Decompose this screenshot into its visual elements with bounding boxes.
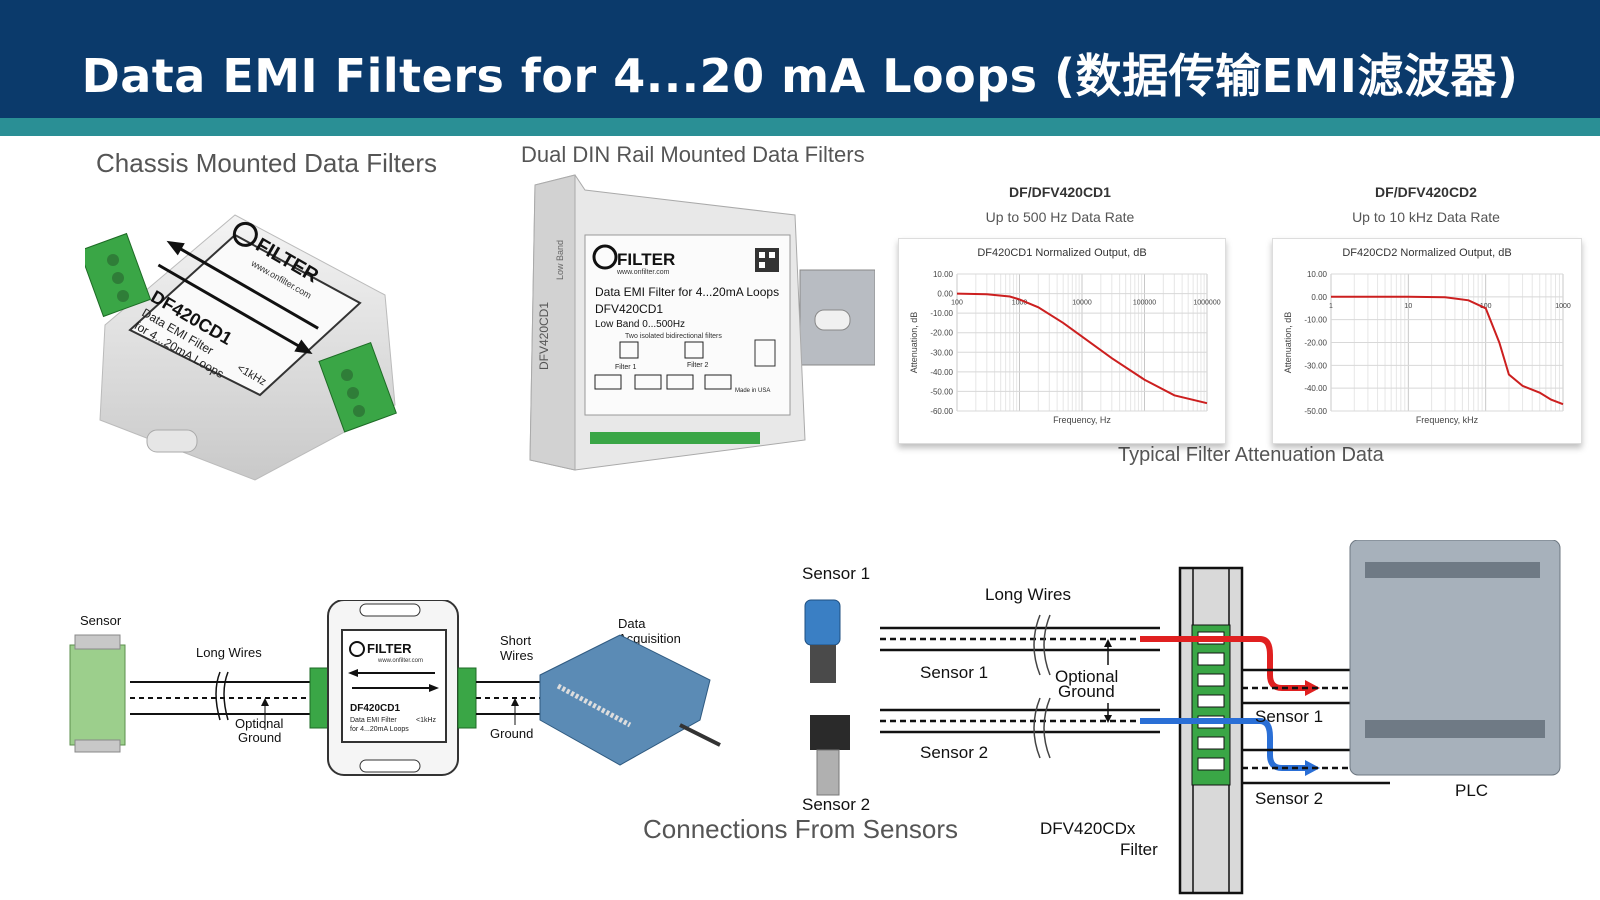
chart-title: DF420CD2 Normalized Output, dB	[1342, 247, 1511, 259]
left-long-wires-label: Long Wires	[196, 645, 262, 660]
x-tick-label: 1	[1329, 303, 1333, 310]
x-tick-label: 1000000	[1193, 300, 1220, 307]
chart1-panel: DF420CD1 Normalized Output, dB 10.00 0.00 -…	[898, 238, 1226, 444]
left-data-label: Data	[618, 616, 646, 631]
din-section-label: Dual DIN Rail Mounted Data Filters	[521, 142, 865, 167]
chart-title: DF420CD1 Normalized Output, dB	[977, 247, 1146, 259]
sensor2-right-label: Sensor 2	[1255, 789, 1323, 808]
din-brand: FILTER	[617, 250, 675, 269]
left-connection-diagram: Sensor Long Wires Optional Ground FILTER…	[69, 600, 721, 776]
sensor2-mid-label: Sensor 2	[920, 743, 988, 762]
chassis-section-label: Chassis Mounted Data Filters	[96, 148, 438, 178]
right-long-wires-label: Long Wires	[985, 585, 1071, 604]
x-tick-label: 1000	[1012, 300, 1028, 307]
left-filter-freq: <1kHz	[416, 717, 437, 724]
din-filter-image: DFV420CD1 Low Band FILTER www.onfilter.c…	[529, 174, 875, 471]
pressure-sensor-icon	[810, 715, 850, 750]
din-filter1: Filter 1	[615, 364, 637, 371]
sensor-module-icon	[69, 644, 126, 746]
left-ground-label: Ground	[238, 730, 281, 745]
qr-code-icon	[755, 248, 779, 272]
chart2-panel: DF420CD2 Normalized Output, dB 10.00 0.00 -…	[1272, 238, 1582, 444]
data-acquisition-device-icon	[539, 634, 711, 766]
din-band: Low Band 0...500Hz	[595, 319, 685, 330]
chart2-svg: DF420CD2 Normalized Output, dB 10.00 0.00 -…	[1283, 247, 1571, 425]
sensor1-mid-label: Sensor 1	[920, 663, 988, 682]
din-note: Two isolated bidirectional filters	[625, 333, 722, 340]
y-tick-label: -50.00	[1304, 407, 1327, 416]
page-title: Data EMI Filters for 4...20 mA Loops (数据…	[81, 49, 1519, 103]
right-optional-label: Optional	[1055, 667, 1118, 686]
right-connection-diagram: Sensor 1 Long Wires Sensor 1 Optional Gr…	[802, 540, 1561, 895]
x-tick-label: 100000	[1133, 300, 1156, 307]
header-stripe	[0, 118, 1600, 136]
x-tick-label: 100	[951, 300, 963, 307]
y-tick-label: 0.00	[1311, 293, 1327, 302]
power-icon	[592, 244, 618, 270]
sensor2-bottom-label: Sensor 2	[802, 795, 870, 814]
left-wires-label: Wires	[500, 648, 534, 663]
din-side-text2: Low Band	[555, 240, 565, 280]
chart2-heading: DF/DFV420CD2	[1375, 184, 1477, 200]
attenuation-section-label: Typical Filter Attenuation Data	[1118, 444, 1384, 466]
y-tick-label: -50.00	[930, 387, 953, 396]
y-tick-label: -40.00	[930, 368, 953, 377]
chart1-heading: DF/DFV420CD1	[1009, 184, 1111, 200]
chassis-filter-image: FILTER www.onfilter.com DF420CD1 Data EM…	[85, 214, 397, 481]
chart2-subheading: Up to 10 kHz Data Rate	[1352, 209, 1500, 225]
filter-label-line1: DFV420CDx	[1040, 819, 1136, 838]
y-tick-label: 10.00	[1307, 270, 1328, 279]
chart1-svg: DF420CD1 Normalized Output, dB 10.00 0.00 -…	[909, 247, 1221, 425]
filter-label-line2: Filter	[1120, 840, 1158, 859]
sensor1-top-label: Sensor 1	[802, 564, 870, 583]
y-tick-label: -10.00	[1304, 316, 1327, 325]
x-tick-label: 10	[1404, 303, 1412, 310]
x-tick-label: 1000	[1555, 303, 1571, 310]
left-filter-desc1: Data EMI Filter	[350, 717, 397, 724]
power-icon	[232, 221, 258, 247]
x-tick-label: 10000	[1072, 300, 1092, 307]
header-bar	[0, 0, 1600, 118]
y-tick-label: -40.00	[1304, 384, 1327, 393]
recycle-bin-icon	[754, 339, 776, 367]
left-filter-website: www.onfilter.com	[377, 658, 423, 664]
y-axis-label: Attenuation, dB	[909, 312, 919, 374]
din-made: Made in USA	[735, 388, 770, 394]
left-filter-brand: FILTER	[367, 641, 412, 656]
y-tick-label: -60.00	[930, 407, 953, 416]
y-tick-label: -10.00	[930, 309, 953, 318]
din-website: www.onfilter.com	[616, 269, 670, 276]
left-filter-model: DF420CD1	[350, 703, 400, 714]
right-ground-label: Ground	[1058, 682, 1115, 701]
y-tick-label: -30.00	[930, 348, 953, 357]
y-tick-label: -30.00	[1304, 361, 1327, 370]
x-tick-label: 100	[1480, 303, 1492, 310]
power-icon	[349, 641, 365, 657]
din-side-text: DFV420CD1	[537, 302, 551, 370]
left-optional-label: Optional	[235, 716, 284, 731]
x-axis-label: Frequency, kHz	[1416, 415, 1479, 425]
left-ground2-label: Ground	[490, 726, 533, 741]
x-axis-label: Frequency, Hz	[1053, 415, 1111, 425]
y-tick-label: -20.00	[930, 329, 953, 338]
y-axis-label: Attenuation, dB	[1283, 312, 1293, 374]
ultrasonic-sensor-icon	[804, 599, 841, 646]
din-title: Data EMI Filter for 4...20mA Loops	[595, 285, 779, 299]
left-short-label: Short	[500, 633, 531, 648]
series-line	[956, 292, 1208, 405]
series-line	[1331, 295, 1564, 406]
left-filter-desc2: for 4...20mA Loops	[350, 726, 409, 733]
plc-icon	[1349, 540, 1561, 776]
plc-label: PLC	[1455, 781, 1488, 800]
connections-section-label: Connections From Sensors	[643, 814, 959, 844]
y-tick-label: 0.00	[937, 290, 953, 299]
left-sensor-label: Sensor	[80, 613, 122, 628]
chart1-subheading: Up to 500 Hz Data Rate	[985, 209, 1135, 225]
sensor1-right-label: Sensor 1	[1255, 707, 1323, 726]
y-tick-label: 10.00	[933, 270, 954, 279]
y-tick-label: -20.00	[1304, 339, 1327, 348]
din-model: DFV420CD1	[595, 302, 663, 316]
din-filter2: Filter 2	[687, 362, 709, 369]
